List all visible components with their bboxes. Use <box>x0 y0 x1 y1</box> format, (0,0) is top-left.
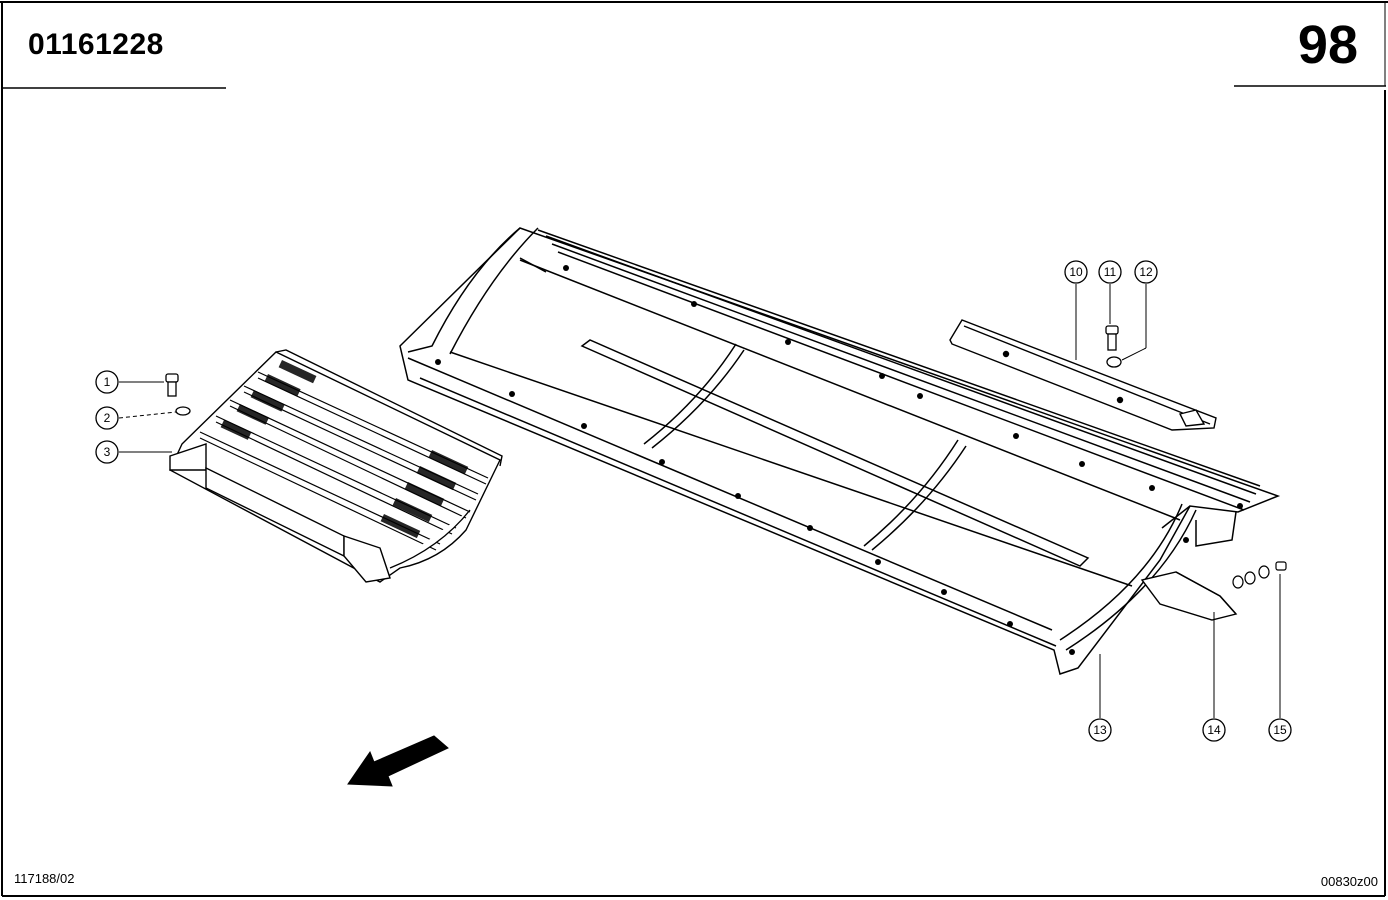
callout-15: 15 <box>1273 723 1287 737</box>
callout-13: 13 <box>1093 723 1107 737</box>
part-number: 01161228 <box>28 28 164 61</box>
callout-1: 1 <box>104 375 111 389</box>
fastener-set-15 <box>1232 561 1287 589</box>
washer-12 <box>1106 356 1122 368</box>
washer-2 <box>175 406 191 416</box>
callout-2: 2 <box>104 411 111 425</box>
bolt-11 <box>1105 325 1119 351</box>
drawing-reference: 117188/02 <box>14 871 75 886</box>
direction-arrow-icon <box>347 735 449 787</box>
callout-14: 14 <box>1207 723 1221 737</box>
callout-labels: 1 2 3 10 11 12 13 14 15 <box>104 265 1287 737</box>
callout-10: 10 <box>1069 265 1083 279</box>
frame-bolt-holes <box>435 265 1243 655</box>
leader-lines <box>118 284 1281 718</box>
grate-assembly <box>169 349 503 583</box>
sheet-code: 00830z00 <box>1320 874 1378 889</box>
callout-12: 12 <box>1139 265 1153 279</box>
callout-3: 3 <box>104 445 111 459</box>
callout-circles <box>95 260 1292 742</box>
page-number: 98 <box>1297 15 1358 75</box>
angle-strip-14 <box>1140 571 1238 621</box>
wear-strip-10 <box>949 319 1217 431</box>
callout-11: 11 <box>1104 265 1117 279</box>
concave-frame <box>399 227 1281 675</box>
bolt-1 <box>165 373 179 397</box>
